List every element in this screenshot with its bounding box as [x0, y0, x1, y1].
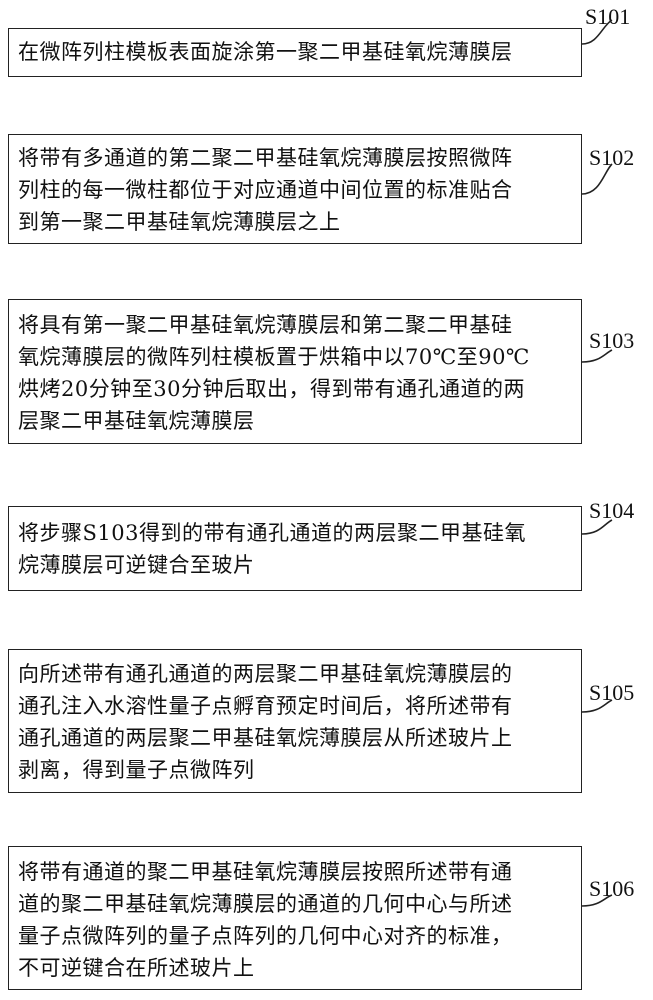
step-label-s106: S106: [589, 876, 635, 901]
step-label-s102: S102: [589, 145, 635, 170]
step-box-s101: 在微阵列柱模板表面旋涂第一聚二甲基硅氧烷薄膜层: [8, 28, 582, 77]
step-text-s101: 在微阵列柱模板表面旋涂第一聚二甲基硅氧烷薄膜层: [18, 40, 513, 64]
step-box-s106: 将带有通道的聚二甲基硅氧烷薄膜层按照所述带有通 道的聚二甲基硅氧烷薄膜层的通道的…: [8, 846, 582, 990]
step-text-s102: 将带有多通道的第二聚二甲基硅氧烷薄膜层按照微阵 列柱的每一微柱都位于对应通道中间…: [18, 146, 513, 234]
step-label-s104: S104: [589, 498, 635, 523]
step-text-s104: 将步骤S103得到的带有通孔通道的两层聚二甲基硅氧 烷薄膜层可逆键合至玻片: [18, 521, 526, 577]
step-text-s105: 向所述带有通孔通道的两层聚二甲基硅氧烷薄膜层的 通孔注入水溶性量子点孵育预定时间…: [18, 662, 513, 782]
step-box-s105: 向所述带有通孔通道的两层聚二甲基硅氧烷薄膜层的 通孔注入水溶性量子点孵育预定时间…: [8, 649, 582, 793]
step-text-s103: 将具有第一聚二甲基硅氧烷薄膜层和第二聚二甲基硅 氧烷薄膜层的微阵列柱模板置于烘箱…: [18, 313, 530, 433]
step-label-s105: S105: [589, 680, 635, 705]
step-label-s103: S103: [589, 328, 635, 353]
step-label-s101: S101: [585, 4, 631, 29]
step-box-s104: 将步骤S103得到的带有通孔通道的两层聚二甲基硅氧 烷薄膜层可逆键合至玻片: [8, 506, 582, 591]
step-box-s103: 将具有第一聚二甲基硅氧烷薄膜层和第二聚二甲基硅 氧烷薄膜层的微阵列柱模板置于烘箱…: [8, 299, 582, 444]
step-box-s102: 将带有多通道的第二聚二甲基硅氧烷薄膜层按照微阵 列柱的每一微柱都位于对应通道中间…: [8, 134, 582, 244]
step-text-s106: 将带有通道的聚二甲基硅氧烷薄膜层按照所述带有通 道的聚二甲基硅氧烷薄膜层的通道的…: [18, 860, 513, 980]
